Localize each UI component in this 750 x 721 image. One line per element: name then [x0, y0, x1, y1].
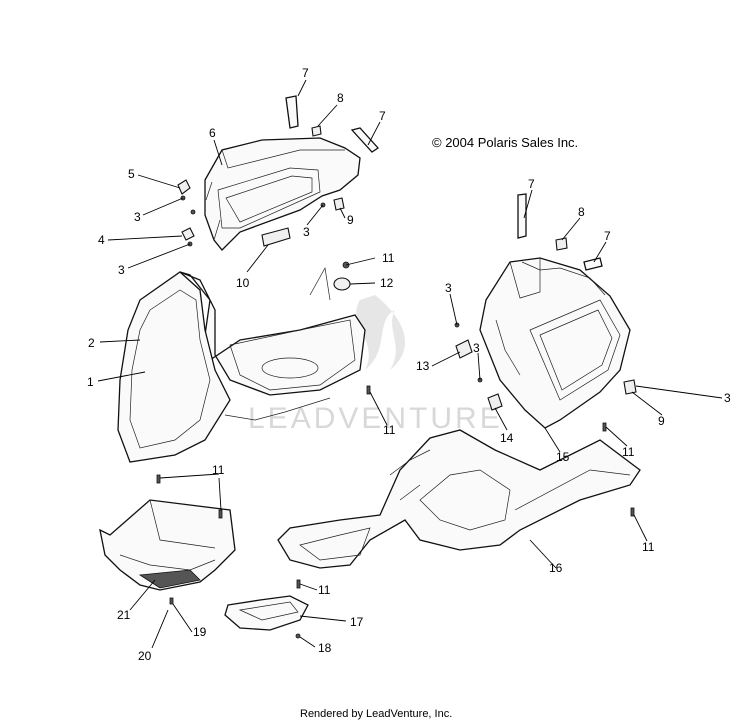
part-1-2-left-fender-floor: [117, 266, 366, 463]
callout-18: 18: [318, 641, 332, 655]
callout-8: 8: [578, 205, 585, 219]
callout-labels: 7 8 7 6 5 3 4 3 3 9 10 11 12 2 1 11 7 8 …: [87, 66, 731, 663]
part-15-right-side-panel: [479, 257, 631, 429]
callout-11: 11: [622, 445, 635, 459]
footer-credit: Rendered by LeadVenture, Inc.: [300, 708, 452, 720]
callout-9: 9: [347, 213, 354, 227]
callout-7: 7: [604, 229, 611, 243]
part-9-clip-right: [623, 379, 637, 395]
callout-7: 7: [302, 66, 309, 80]
callout-11: 11: [382, 251, 395, 265]
part-7-handle-right: [517, 193, 603, 271]
callout-20: 20: [138, 649, 152, 663]
callout-3: 3: [473, 341, 480, 355]
callout-1: 1: [87, 375, 94, 389]
part-9-clip-upper: [333, 197, 345, 211]
callout-3: 3: [303, 225, 310, 239]
callout-3: 3: [134, 210, 141, 224]
part-6-upper-panel: [204, 137, 361, 251]
callout-4: 4: [98, 233, 105, 247]
callout-11: 11: [212, 463, 225, 477]
part-12-grommet: [333, 277, 351, 291]
watermark: LEADVENTURE: [248, 295, 503, 435]
callout-7: 7: [528, 177, 535, 191]
part-14-bracket: [487, 393, 503, 411]
callout-14: 14: [500, 431, 514, 445]
part-16-lower-nose: [277, 429, 641, 569]
part-10-decal: [261, 227, 291, 247]
callout-6: 6: [209, 126, 216, 140]
part-17-skid-plate: [224, 595, 309, 631]
callout-3: 3: [118, 263, 125, 277]
copyright-text: © 2004 Polaris Sales Inc.: [432, 135, 578, 150]
part-8-clip-right: [555, 237, 568, 251]
callout-10: 10: [236, 276, 250, 290]
watermark-text: LEADVENTURE: [248, 402, 503, 435]
part-7-handle-upper: [285, 95, 379, 153]
callout-9: 9: [658, 414, 665, 428]
callout-3: 3: [445, 281, 452, 295]
leader-lines: [97, 79, 723, 649]
part-8-clip-upper: [311, 125, 322, 137]
callout-13: 13: [416, 359, 430, 373]
callout-3: 3: [724, 391, 731, 405]
part-21-lower-bumper: [99, 499, 236, 591]
callout-2: 2: [88, 336, 95, 350]
callout-11: 11: [383, 423, 396, 437]
callout-19: 19: [193, 625, 207, 639]
callout-5: 5: [128, 167, 135, 181]
callout-11: 11: [318, 583, 331, 597]
callout-8: 8: [337, 91, 344, 105]
part-13-bracket: [455, 339, 473, 359]
callout-11: 11: [642, 540, 655, 554]
callout-17: 17: [350, 615, 364, 629]
callout-7: 7: [379, 109, 386, 123]
callout-21: 21: [117, 608, 131, 622]
callout-12: 12: [380, 276, 394, 290]
callout-16: 16: [549, 561, 563, 575]
part-4-bracket: [181, 227, 195, 247]
part-5-bracket: [177, 179, 191, 201]
callout-15: 15: [556, 450, 570, 464]
